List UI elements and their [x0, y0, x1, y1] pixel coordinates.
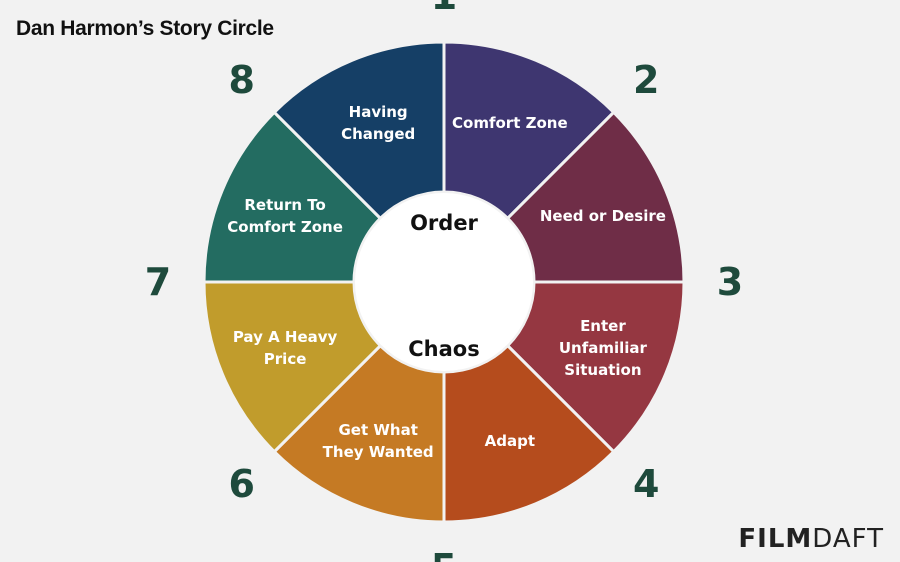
step-number-6: 6 [229, 462, 255, 506]
segment-1 [442, 40, 616, 221]
segment-label-line: They Wanted [323, 443, 434, 461]
segment-label-line: Return To [244, 196, 325, 214]
segment-label-7: Return To Comfort Zone [227, 196, 343, 236]
step-number-2: 2 [633, 58, 659, 102]
step-number-3: 3 [717, 260, 743, 304]
segment-label-line: Comfort Zone [227, 218, 343, 236]
segment-label-line: Price [264, 350, 307, 368]
segment-7 [202, 110, 383, 284]
step-number-5: 5 [431, 546, 457, 562]
center-disc [355, 193, 533, 371]
segment-label-line: Comfort Zone [452, 114, 568, 132]
segment-label-4: Adapt [485, 432, 535, 450]
segment-6 [202, 280, 383, 454]
filmdaft-logo: FILMDAFT [738, 524, 884, 554]
segment-label-line: Unfamiliar [559, 339, 648, 357]
segment-label-2: Need or Desire [540, 207, 666, 225]
step-number-1: 1 [431, 0, 457, 18]
center-label-chaos: Chaos [408, 337, 479, 361]
segment-label-line: Need or Desire [540, 207, 666, 225]
center-label-order: Order [410, 211, 478, 235]
segment-8 [272, 40, 446, 221]
logo-part-film: FILM [738, 524, 813, 554]
segment-label-line: Get What [338, 421, 417, 439]
segment-label-1: Comfort Zone [452, 114, 568, 132]
segment-4 [442, 343, 616, 524]
segment-label-line: Changed [341, 125, 415, 143]
diagram-title: Dan Harmon’s Story Circle [16, 17, 274, 40]
segment-label-line: Pay A Heavy [233, 328, 338, 346]
segment-label-line: Adapt [485, 432, 535, 450]
segment-label-line: Enter [580, 317, 626, 335]
logo-part-daft: DAFT [812, 524, 884, 554]
step-number-7: 7 [145, 260, 171, 304]
step-number-8: 8 [229, 58, 255, 102]
segment-2 [505, 110, 686, 284]
step-number-4: 4 [633, 462, 659, 506]
segment-label-line: Situation [564, 361, 641, 379]
segment-label-line: Having [349, 103, 408, 121]
segment-5 [272, 343, 446, 524]
segment-3 [505, 280, 686, 454]
